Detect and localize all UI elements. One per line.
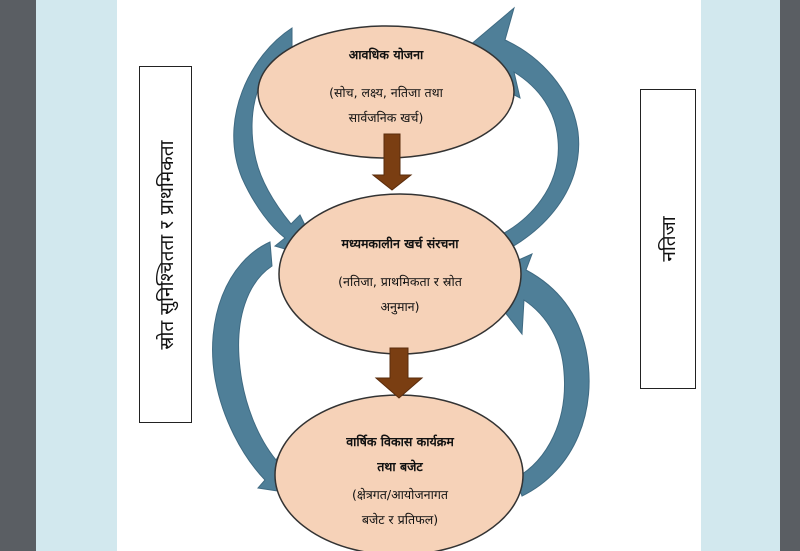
node-subtitle-line: बजेट र प्रतिफल) xyxy=(361,512,439,527)
viewer-right-margin xyxy=(780,0,800,551)
node-subtitle-line: सार्वजनिक खर्च) xyxy=(348,110,424,125)
node-subtitle-line: अनुमान) xyxy=(380,299,420,314)
node-title-mtef: मध्यमकालीन खर्च संरचना xyxy=(341,236,459,251)
node-subtitle-line: (नतिजा, प्राथमिकता र स्रोत xyxy=(338,274,462,289)
left-label-box: स्रोत सुनिश्चितता र प्राथमिकता xyxy=(139,66,192,423)
curved-arrow-icon xyxy=(477,253,590,497)
left-label-text: स्रोत सुनिश्चितता र प्राथमिकता xyxy=(155,139,178,350)
down-arrow-icon xyxy=(371,133,413,191)
viewer-left-margin xyxy=(0,0,36,551)
right-label-text: नतिजा xyxy=(658,216,680,262)
node-title-annual-program-line2: तथा बजेट xyxy=(377,459,423,474)
right-label-box: नतिजा xyxy=(640,89,696,389)
node-title-annual-program: वार्षिक विकास कार्यक्रम xyxy=(346,434,454,449)
node-subtitle-line: (क्षेत्रगत/आयोजनागत xyxy=(352,487,448,502)
node-title-annual-plan: आवधिक योजना xyxy=(348,47,424,62)
down-arrow-icon xyxy=(374,347,424,399)
node-subtitle-line: (सोच, लक्ष्य, नतिजा तथा xyxy=(329,85,443,100)
